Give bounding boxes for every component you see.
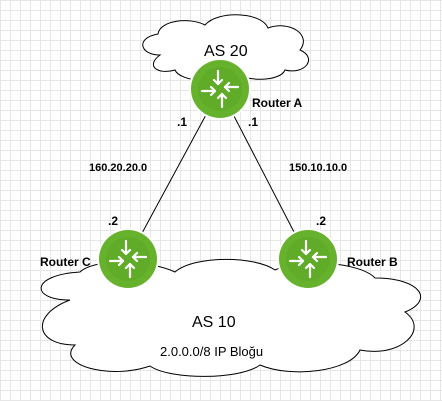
router-a-left-ip: .1: [177, 115, 188, 129]
router-b-label: Router B: [347, 255, 398, 269]
as20-label: AS 20: [204, 43, 248, 60]
link-a-c-network: 160.20.20.0: [89, 162, 148, 174]
as10-ip-block: 2.0.0.0/8 IP Bloğu: [160, 344, 264, 359]
link-a-b-network: 150.10.10.0: [289, 162, 348, 174]
as10-label: AS 10: [192, 314, 236, 331]
router-c-ip: .2: [108, 214, 119, 228]
router-c-icon[interactable]: [97, 228, 159, 290]
router-a-right-ip: .1: [248, 115, 259, 129]
as20-cloud: [142, 14, 309, 81]
router-b-ip: .2: [316, 214, 327, 228]
link-a-c: [127, 88, 221, 260]
router-a-label: Router A: [252, 96, 303, 110]
link-a-b: [219, 88, 309, 260]
router-c-label: Router C: [40, 255, 91, 269]
router-b-icon[interactable]: [277, 228, 339, 290]
router-a-icon[interactable]: [189, 58, 251, 120]
